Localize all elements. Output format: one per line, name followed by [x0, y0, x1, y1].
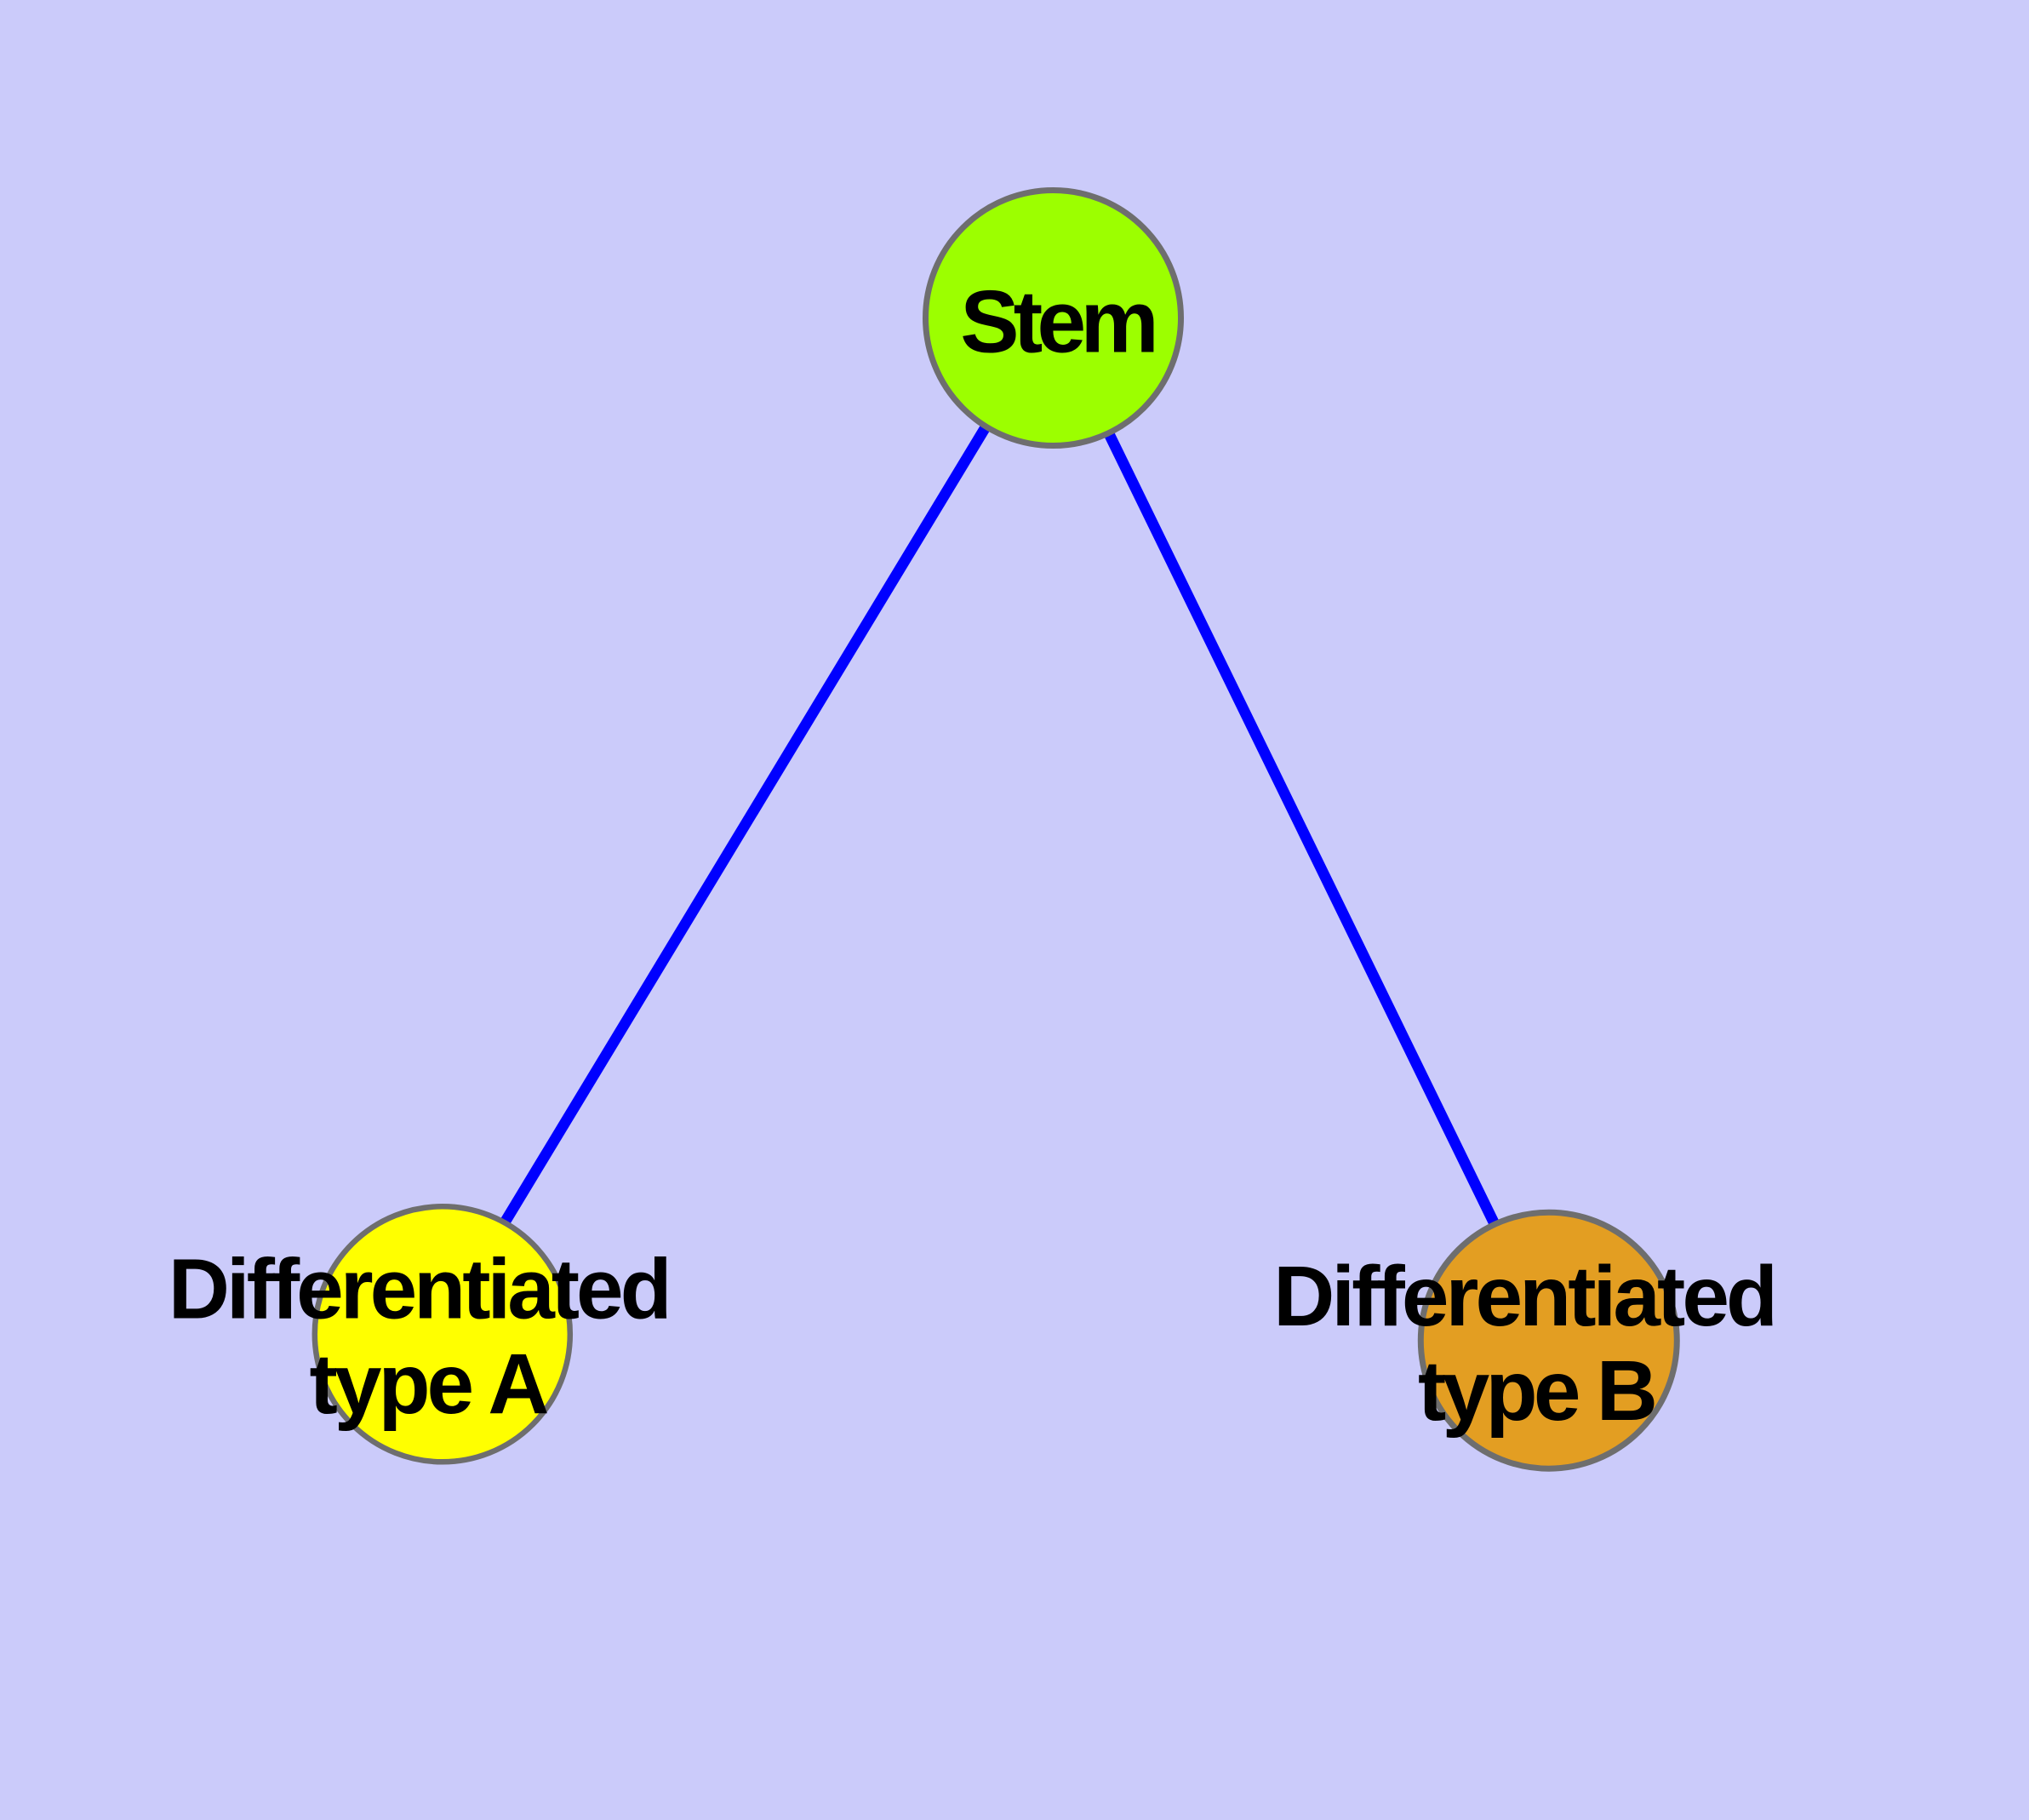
svg-text:Differentiated: Differentiated — [1273, 1249, 1778, 1344]
svg-text:Stem: Stem — [960, 273, 1159, 372]
svg-text:type B: type B — [1418, 1343, 1658, 1439]
svg-text:type A: type A — [310, 1336, 550, 1432]
svg-text:Differentiated: Differentiated — [169, 1242, 672, 1337]
